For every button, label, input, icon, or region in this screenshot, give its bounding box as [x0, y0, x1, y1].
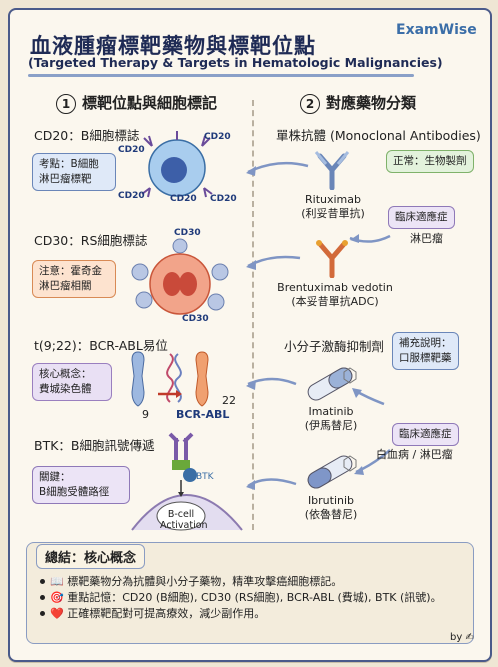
cd20-title: CD20：B細胞標誌	[34, 128, 140, 143]
activation-label: B-cell Activation	[160, 509, 208, 531]
summary-bullet: ❤️ 正確標靶配對可提高療效，減少副作用。	[40, 606, 470, 622]
adc-antibody-icon	[316, 240, 348, 278]
drug-name: Ibrutinib	[307, 494, 355, 507]
drug-cn-name: (伊馬替尼)	[304, 419, 358, 432]
note-line: 淋巴瘤相關	[39, 280, 92, 292]
note-line: 費城染色體	[39, 383, 92, 395]
note-line: 口服標靶藥	[399, 352, 452, 364]
cd20-tag: CD20	[170, 194, 197, 204]
bullet-text: ❤️ 正確標靶配對可提高療效，減少副作用。	[50, 607, 266, 620]
imatinib-pill-icon	[307, 367, 357, 401]
note-line: 關鍵：	[39, 471, 71, 483]
mab-note: 正常：生物製劑	[386, 150, 474, 173]
drug-name: Rituximab	[305, 193, 361, 206]
bullet-text: 🎯 重點記憶：CD20 (B細胞), CD30 (RS細胞), BCR-ABL …	[50, 591, 442, 604]
page-subtitle: (Targeted Therapy & Targets in Hematolog…	[28, 55, 443, 70]
ibrutinib-pill-icon	[307, 455, 357, 489]
b-cell-illustration	[141, 131, 213, 198]
note-line: 考點：B細胞	[39, 158, 99, 170]
clinical-note-1: 臨床適應症	[388, 206, 455, 229]
bcr-note: 核心概念： 費城染色體	[32, 363, 112, 401]
cd30-title: CD30：RS細胞標誌	[34, 233, 148, 248]
bcr-abl-label: BCR-ABL	[176, 408, 230, 421]
antibody-icon	[314, 151, 350, 190]
drug-imatinib: Imatinib (伊馬替尼)	[296, 405, 366, 433]
btk-title: BTK：B細胞訊號傳遞	[34, 438, 155, 453]
clinical-note-2: 臨床適應症	[392, 423, 459, 446]
note-line: 淋巴瘤標靶	[39, 173, 92, 185]
section-title: 對應藥物分類	[326, 94, 417, 112]
btk-note: 關鍵： B細胞受體路徑	[32, 466, 130, 504]
note-line: 補充說明：	[399, 337, 452, 349]
section-title: 標靶位點與細胞標記	[82, 94, 218, 112]
label-line: B-cell	[167, 509, 195, 520]
label-line: Activation	[160, 520, 208, 531]
section-header-left: 1 標靶位點與細胞標記	[56, 92, 217, 114]
btk-label: BTK	[196, 472, 214, 482]
author-credit: by ✍	[450, 632, 474, 643]
note-line: 注意：霍奇金	[39, 265, 102, 277]
smi-title: 小分子激酶抑制劑	[284, 339, 385, 354]
summary-bullet: 🎯 重點記憶：CD20 (B細胞), CD30 (RS細胞), BCR-ABL …	[40, 590, 470, 606]
brand-logo: ExamWise	[396, 22, 477, 38]
cd20-tag: CD20	[210, 194, 237, 204]
summary-list: 📖 標靶藥物分為抗體與小分子藥物，精準攻擊癌細胞標記。 🎯 重點記憶：CD20 …	[40, 574, 470, 622]
drug-cn-name: (依魯替尼)	[304, 508, 358, 521]
bullet-text: 📖 標靶藥物分為抗體與小分子藥物，精準攻擊癌細胞標記。	[50, 575, 343, 588]
cd20-note: 考點：B細胞 淋巴瘤標靶	[32, 153, 116, 191]
page-title: 血液腫瘤標靶藥物與標靶位點	[30, 34, 316, 58]
drug-cn-name: (利妥昔單抗)	[301, 207, 365, 220]
smi-note: 補充說明： 口服標靶藥	[392, 332, 459, 370]
drug-brentuximab: Brentuximab vedotin (本妥昔單抗ADC)	[270, 281, 400, 309]
title-underline	[28, 74, 414, 77]
column-divider	[252, 100, 254, 530]
clinical-indication-1: 淋巴瘤	[410, 232, 443, 245]
cd30-note: 注意：霍奇金 淋巴瘤相關	[32, 260, 116, 298]
cd20-tag: CD20	[118, 145, 145, 155]
cd30-tag: CD30	[174, 228, 201, 238]
drug-name: Brentuximab vedotin	[277, 281, 393, 294]
note-line: 核心概念：	[39, 368, 92, 380]
chr22-label: 22	[222, 394, 236, 407]
cd20-tag: CD20	[118, 191, 145, 201]
bullet-dot	[40, 594, 45, 600]
drug-cn-name: (本妥昔單抗ADC)	[291, 295, 379, 308]
summary-title: 總結：核心概念	[36, 544, 146, 569]
drug-ibrutinib: Ibrutinib (依魯替尼)	[296, 494, 366, 522]
bullet-dot	[40, 578, 45, 584]
chr9-label: 9	[142, 408, 149, 421]
note-line: B細胞受體路徑	[39, 486, 110, 498]
section-number: 1	[56, 93, 76, 114]
section-header-right: 2 對應藥物分類	[300, 92, 416, 114]
summary-bullet: 📖 標靶藥物分為抗體與小分子藥物，精準攻擊癌細胞標記。	[40, 574, 470, 590]
clinical-indication-2: 白血病 / 淋巴瘤	[376, 448, 453, 461]
drug-name: Imatinib	[308, 405, 354, 418]
bullet-dot	[40, 610, 45, 616]
drug-rituximab: Rituximab (利妥昔單抗)	[288, 193, 378, 221]
rs-cell-illustration	[131, 238, 229, 315]
section-number: 2	[300, 93, 320, 114]
cd20-tag: CD20	[204, 132, 231, 142]
chromosome-illustration	[131, 351, 209, 407]
bcr-title: t(9;22)：BCR-ABL易位	[34, 338, 168, 353]
bcr-pathway-illustration	[131, 432, 243, 531]
cd30-tag: CD30	[182, 314, 209, 324]
mab-title: 單株抗體 (Monoclonal Antibodies)	[276, 128, 481, 143]
